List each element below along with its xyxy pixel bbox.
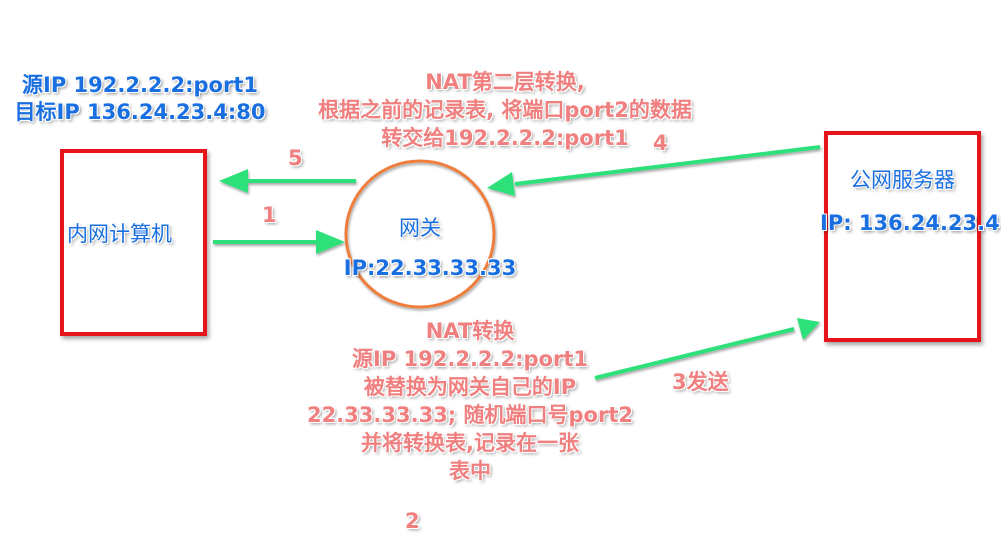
arrow-step-3 [594, 318, 820, 380]
source-note: 源IP 192.2.2.2:port1 目标IP 136.24.23.4:80 [10, 72, 270, 126]
nat-return-note-line1: NAT第二层转换, [425, 70, 585, 94]
public-server-box [824, 131, 981, 342]
step-1-label: 1 [262, 203, 277, 227]
gateway-ip: IP:22.33.33.33 [343, 256, 517, 280]
step-4-label: 4 [653, 131, 668, 155]
arrow-step-1 [213, 230, 345, 254]
nat-return-note: NAT第二层转换, 根据之前的记录表, 将端口port2的数据 转交给192.2… [260, 68, 750, 152]
nat-forward-note-line6: 表中 [449, 459, 491, 483]
nat-forward-note-line3: 被替换为网关自己的IP [363, 375, 577, 399]
nat-forward-note-line1: NAT转换 [425, 319, 515, 343]
step-5-label: 5 [288, 146, 303, 170]
nat-forward-note-line2: 源IP 192.2.2.2:port1 [352, 347, 588, 371]
gateway-label: 网关 [399, 216, 441, 240]
arrow-step-5 [219, 169, 356, 193]
nat-forward-note-line5: 并将转换表,记录在一张 [361, 431, 579, 455]
public-server-ip: IP: 136.24.23.4 [820, 211, 1000, 235]
internal-computer-label: 内网计算机 [67, 222, 172, 246]
step-3-label: 3发送 [672, 370, 729, 394]
nat-forward-note-line4: 22.33.33.33; 随机端口号port2 [306, 403, 633, 427]
arrow-step-4 [487, 145, 821, 196]
source-note-line2: 目标IP 136.24.23.4:80 [14, 100, 266, 124]
nat-return-note-line3: 转交给192.2.2.2:port1 [381, 126, 629, 150]
gateway-circle [344, 159, 496, 309]
nat-return-note-line2: 根据之前的记录表, 将端口port2的数据 [318, 98, 692, 122]
internal-computer-box [60, 149, 207, 336]
public-server-label: 公网服务器 [850, 168, 955, 192]
nat-forward-note: NAT转换 源IP 192.2.2.2:port1 被替换为网关自己的IP 22… [250, 317, 690, 485]
source-note-line1: 源IP 192.2.2.2:port1 [22, 73, 258, 97]
step-2-label: 2 [405, 509, 420, 533]
